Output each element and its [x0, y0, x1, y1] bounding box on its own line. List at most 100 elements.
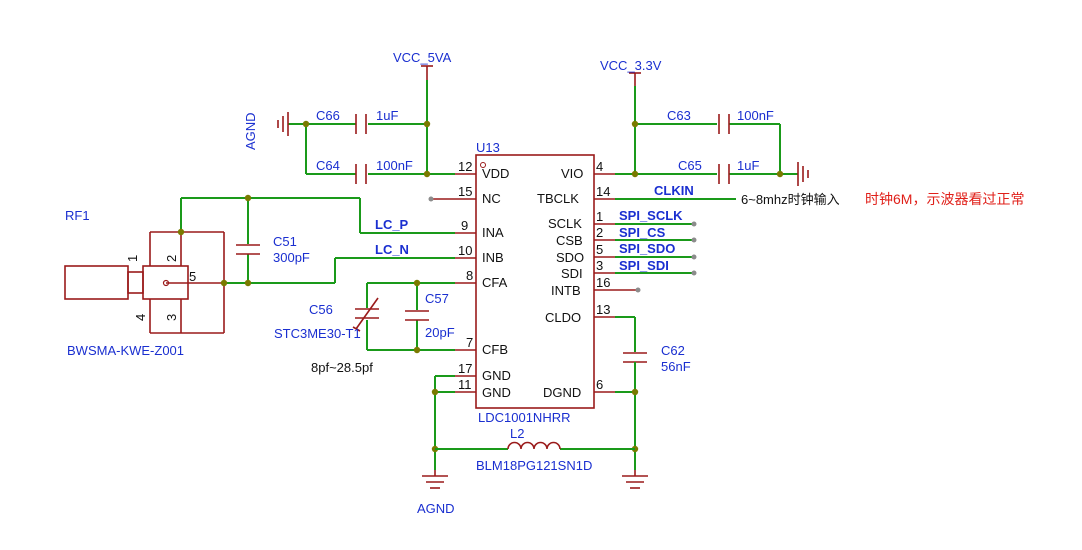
- rf1-pin-3: 3: [164, 314, 179, 321]
- pin-num: 3: [596, 258, 603, 273]
- pin-name: GND: [482, 368, 511, 383]
- right-pin-vio: 4 VIO: [561, 159, 615, 181]
- rf1-pin-2: 2: [164, 255, 179, 262]
- pin-num: 1: [596, 209, 603, 224]
- pin-num: 16: [596, 275, 610, 290]
- pin-num: 8: [466, 268, 473, 283]
- net-clkin: CLKIN: [654, 183, 694, 198]
- pin-name: NC: [482, 191, 501, 206]
- c51-capacitor: [236, 244, 260, 255]
- pin-name: SCLK: [548, 216, 582, 231]
- left-pin-cfa: 8 CFA: [455, 268, 508, 290]
- left-pin-inb: 10 INB: [455, 243, 504, 265]
- pin-num: 17: [458, 361, 472, 376]
- junction: [776, 170, 784, 178]
- ic-part: LDC1001NHRR: [478, 410, 570, 425]
- clock-input-note: 6~8mhz时钟输入: [741, 192, 840, 207]
- right-pin-intb: 16 INTB: [551, 275, 638, 298]
- pin-num: 7: [466, 335, 473, 350]
- left-pin-gnd11: 11 GND: [455, 377, 511, 400]
- junction: [431, 388, 439, 396]
- left-pin-cfb: 7 CFB: [455, 335, 508, 357]
- nc-marker: [428, 196, 434, 202]
- right-pin-sdo: 5 SDO: [556, 242, 615, 265]
- pin-name: VDD: [482, 166, 509, 181]
- c66-value: 1uF: [376, 108, 398, 123]
- junction: [631, 388, 639, 396]
- left-pin-vdd: 12 VDD: [455, 159, 509, 181]
- c51-value: 300pF: [273, 250, 310, 265]
- c63-capacitor: [718, 114, 730, 134]
- rf1-pin-4: 4: [133, 314, 148, 321]
- c51-ref: C51: [273, 234, 297, 249]
- net-end: [691, 254, 697, 260]
- right-pin-dgnd: 6 DGND: [543, 377, 615, 400]
- pin-num: 2: [596, 225, 603, 240]
- left-pin-nc: 15 NC: [431, 184, 501, 206]
- c57-value: 20pF: [425, 325, 455, 340]
- c62-ref: C62: [661, 343, 685, 358]
- pin-name: CLDO: [545, 310, 581, 325]
- right-pin-sclk: 1 SCLK: [548, 209, 615, 231]
- rf1-ref: RF1: [65, 208, 90, 223]
- pin-num: 10: [458, 243, 472, 258]
- right-pin-cldo: 13 CLDO: [545, 302, 615, 325]
- pin-name: CSB: [556, 233, 583, 248]
- oscilloscope-note: 时钟6M，示波器看过正常: [865, 191, 1024, 207]
- pin-num: 6: [596, 377, 603, 392]
- ground-right-icon: [797, 162, 809, 186]
- ic-body: [475, 154, 595, 409]
- junction: [302, 120, 310, 128]
- c56-value: STC3ME30-T1: [274, 326, 361, 341]
- net-spi-sdo: SPI_SDO: [619, 241, 675, 256]
- c64-capacitor: [355, 164, 367, 184]
- rf1-part: BWSMA-KWE-Z001: [67, 343, 184, 358]
- c62-capacitor: [623, 352, 647, 363]
- junction: [631, 120, 639, 128]
- l2-ref: L2: [510, 426, 524, 441]
- junction: [631, 170, 639, 178]
- c65-capacitor: [718, 164, 730, 184]
- c62-value: 56nF: [661, 359, 691, 374]
- pin-name: VIO: [561, 166, 583, 181]
- net-end: [691, 221, 697, 227]
- c66-ref: C66: [316, 108, 340, 123]
- vcc-5va-label: VCC_5VA: [393, 50, 452, 65]
- pin-name: TBCLK: [537, 191, 579, 206]
- rf1-pin-1: 1: [125, 255, 140, 262]
- pin-num: 14: [596, 184, 610, 199]
- net-lc-n: LC_N: [375, 242, 409, 257]
- vcc-3v3-symbol: [629, 72, 641, 86]
- junction: [177, 228, 185, 236]
- pin-num: 4: [596, 159, 603, 174]
- vcc-5va-symbol: [421, 65, 433, 80]
- nc-marker: [635, 287, 641, 293]
- net-end: [691, 237, 697, 243]
- pin1-marker: [480, 162, 486, 168]
- pin-num: 5: [596, 242, 603, 257]
- vcc-3v3-label: VCC_3.3V: [600, 58, 662, 73]
- junction: [423, 120, 431, 128]
- agnd-bottom-label: AGND: [417, 501, 455, 516]
- pin-name: GND: [482, 385, 511, 400]
- net-spi-cs: SPI_CS: [619, 225, 666, 240]
- net-end: [691, 270, 697, 276]
- rf1-pin-5: 5: [189, 269, 196, 284]
- ic-ref: U13: [476, 140, 500, 155]
- dgnd-ground-icon: [622, 470, 648, 489]
- junction: [423, 170, 431, 178]
- left-pin-gnd17: 17 GND: [455, 361, 511, 383]
- c63-value: 100nF: [737, 108, 774, 123]
- c64-value: 100nF: [376, 158, 413, 173]
- junction: [244, 279, 252, 287]
- right-pin-sdi: 3 SDI: [561, 258, 615, 281]
- pin-name: INA: [482, 225, 504, 240]
- net-lc-p: LC_P: [375, 217, 409, 232]
- l2-value: BLM18PG121SN1D: [476, 458, 592, 473]
- pin-name: DGND: [543, 385, 581, 400]
- c64-ref: C64: [316, 158, 340, 173]
- c57-ref: C57: [425, 291, 449, 306]
- junction: [244, 194, 252, 202]
- pin-num: 12: [458, 159, 472, 174]
